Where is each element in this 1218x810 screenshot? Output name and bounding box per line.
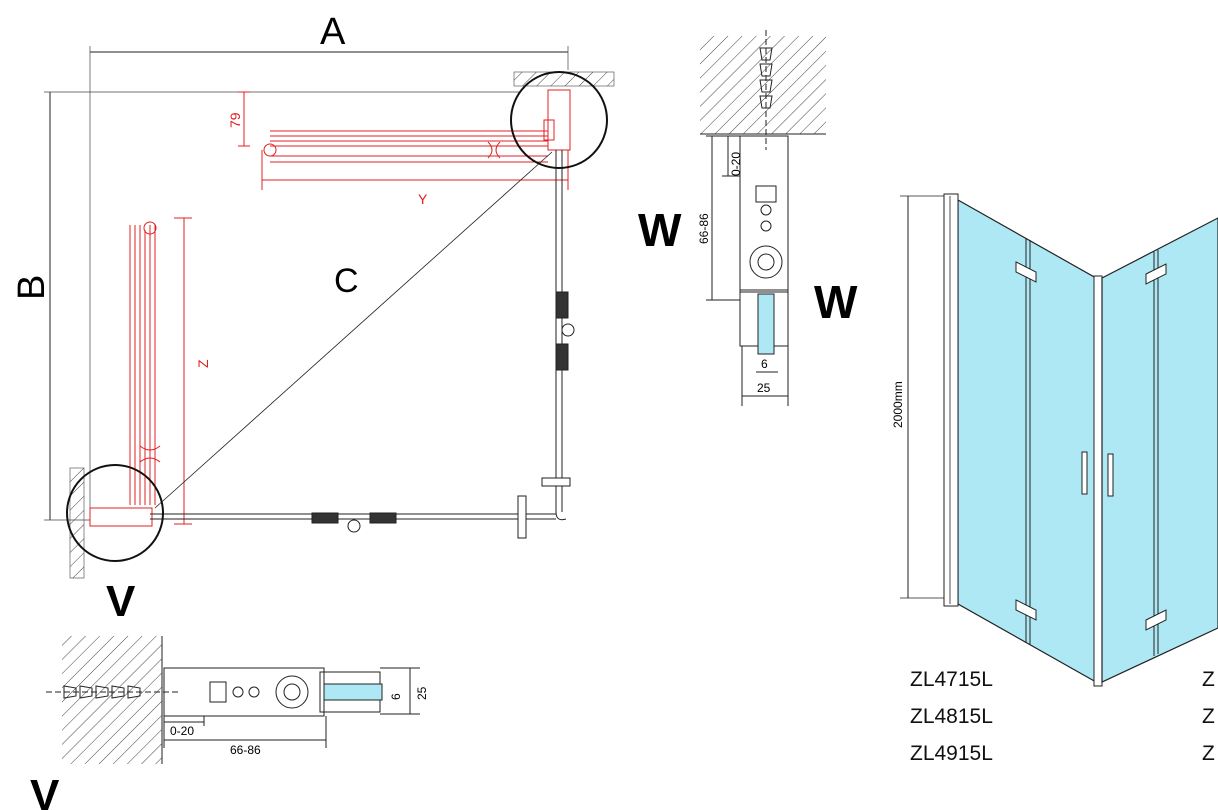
- model-code-right-2: Z: [1202, 705, 1215, 728]
- model-code-right-3: Z: [1202, 742, 1215, 765]
- dimension-a-label: A: [320, 11, 346, 53]
- detail-w-dim-0-20: 0-20: [729, 152, 743, 176]
- detail-w-label-big: W: [814, 276, 858, 328]
- detail-v-dim-66-86: 66-86: [230, 743, 261, 757]
- glass-section-w: [757, 293, 775, 355]
- detail-v-dim-25: 25: [415, 686, 429, 700]
- dimension-y-label: Y: [418, 191, 428, 207]
- detail-v-corner-label: V: [106, 577, 136, 626]
- dimension-c-label: C: [334, 262, 359, 300]
- detail-v-dim-6: 6: [389, 693, 403, 700]
- detail-v-dim-0-20: 0-20: [170, 724, 194, 738]
- glass-section-v: [323, 683, 383, 701]
- detail-w-label: W: [638, 204, 682, 256]
- dimension-79-label: 79: [227, 112, 243, 128]
- dimension-b-label: B: [11, 275, 53, 300]
- plan-view: A B 79: [11, 11, 615, 626]
- model-code-3: ZL4915L: [910, 742, 993, 765]
- detail-w-dim-25: 25: [757, 381, 771, 395]
- detail-w: 0-20 66-86 6 25 W W: [638, 30, 858, 406]
- detail-circle-v: [66, 464, 164, 562]
- height-dimension-label: 2000mm: [891, 381, 905, 428]
- detail-v-bottom-label: V: [30, 771, 60, 810]
- product-view: 2000mm ZL4715L ZL4815L ZL4915L Z Z Z: [891, 193, 1218, 765]
- detail-w-dim-6: 6: [761, 357, 768, 371]
- model-code-right-1: Z: [1202, 668, 1215, 691]
- dimension-z-label: Z: [195, 359, 211, 368]
- left-door-panel: [89, 217, 192, 527]
- top-door-panel: [238, 89, 571, 190]
- diagonal-c-line: [154, 151, 553, 509]
- detail-circle-w: [510, 71, 608, 169]
- fixed-panels: [150, 150, 575, 539]
- detail-v: 0-20 66-86 6 25 V: [30, 636, 429, 810]
- detail-w-dim-66-86: 66-86: [697, 213, 711, 244]
- model-code-2: ZL4815L: [910, 705, 993, 728]
- model-code-1: ZL4715L: [910, 668, 993, 691]
- right-glass-panel: [1101, 217, 1218, 683]
